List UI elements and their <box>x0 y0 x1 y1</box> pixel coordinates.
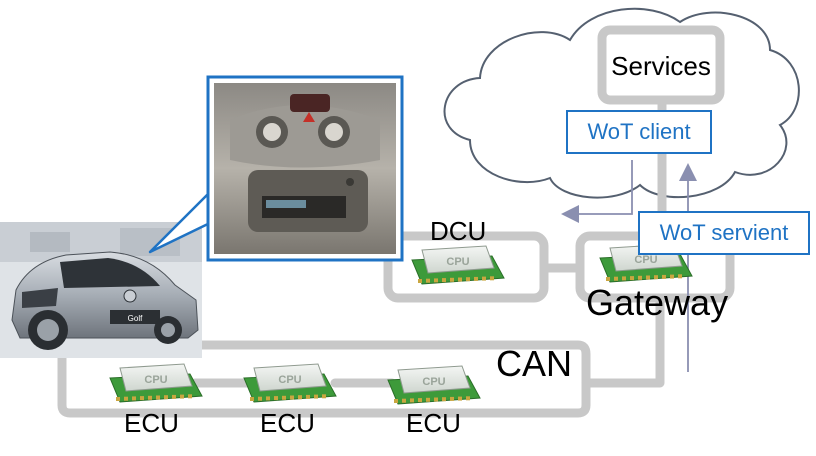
wot-client-box: WoT client <box>566 110 712 154</box>
ecu-cpu-chip-2-text: CPU <box>278 374 301 386</box>
dcu-label: DCU <box>430 216 487 246</box>
car-plate: Golf <box>128 314 143 323</box>
wot-servient-label: WoT servient <box>659 220 789 245</box>
dcu-cpu-chip-text: CPU <box>446 256 469 268</box>
ecu-cpu-chip-3-text: CPU <box>422 376 445 388</box>
ecu-cpu-chip-3: CPU <box>387 365 481 405</box>
dashboard-photo <box>206 75 404 262</box>
services-label: Services <box>611 51 711 81</box>
dcu-cpu-chip: CPU <box>411 245 505 285</box>
wot-client-label: WoT client <box>587 119 691 144</box>
ecu-label-3: ECU <box>406 408 461 438</box>
wot-servient-box: WoT servient <box>638 211 810 255</box>
gateway-cpu-chip: CPU <box>599 243 693 283</box>
gateway-cpu-chip-text: CPU <box>634 254 657 266</box>
services-box <box>597 25 725 105</box>
bus-lines <box>57 95 735 418</box>
ecu-cpu-chip-1: CPU <box>109 363 203 403</box>
ecu-label-1: ECU <box>124 408 179 438</box>
ecu-label-2: ECU <box>260 408 315 438</box>
ecu-cpu-chip-1-text: CPU <box>144 374 167 386</box>
ecu-cpu-chip-2: CPU <box>243 363 337 403</box>
can-label: CAN <box>496 343 573 384</box>
gateway-label: Gateway <box>586 282 729 323</box>
